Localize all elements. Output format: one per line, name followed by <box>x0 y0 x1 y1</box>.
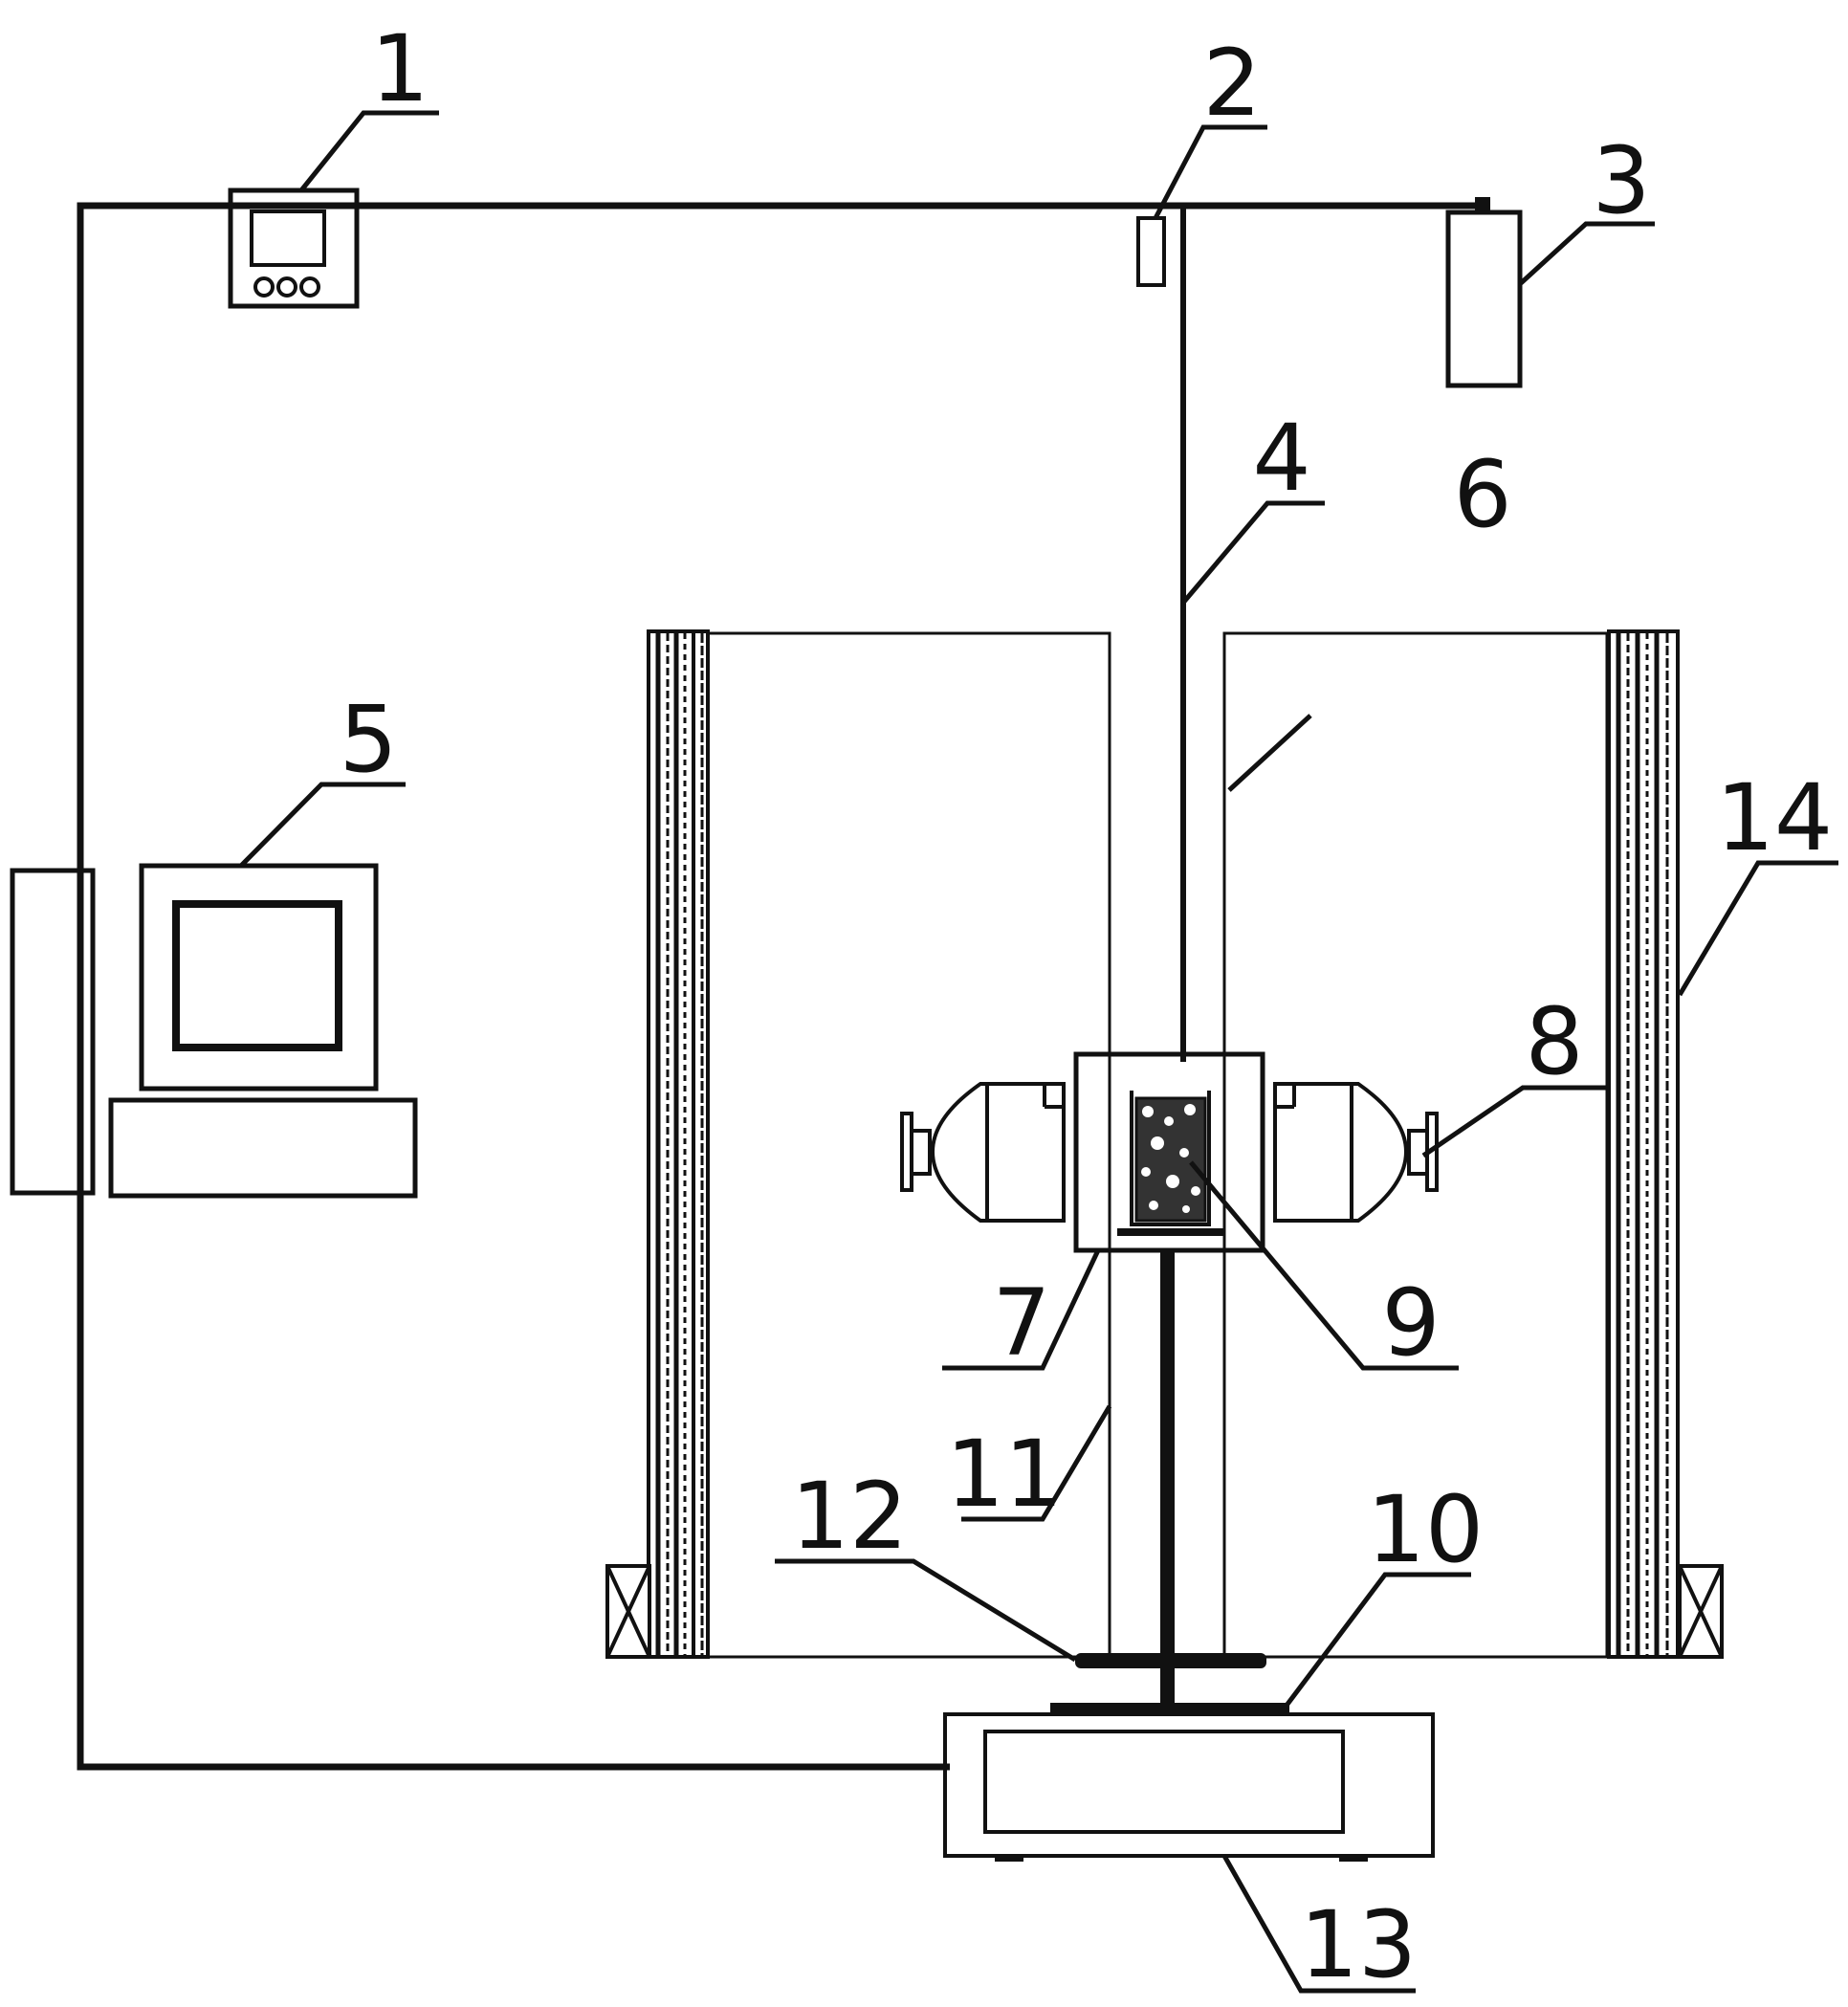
electronic-balance <box>943 1712 1435 1862</box>
sensor-element <box>1136 216 1166 287</box>
label-1: 1 <box>370 15 429 122</box>
label-2: 2 <box>1202 30 1261 137</box>
signal-wiring <box>77 202 1487 1771</box>
computer-monitor <box>139 863 379 1092</box>
label-3: 3 <box>1592 127 1650 234</box>
label-13: 13 <box>1300 1891 1417 1998</box>
label-4: 4 <box>1252 405 1310 512</box>
support-block-right <box>1678 1564 1724 1659</box>
gas-cylinder <box>1445 197 1523 388</box>
insulation-wall-left <box>647 629 710 1659</box>
label-5: 5 <box>339 686 397 793</box>
guide-rails <box>1108 1239 1226 1657</box>
label-6: 6 <box>1453 441 1511 548</box>
support-block-left <box>605 1564 651 1659</box>
data-hub <box>10 868 96 1196</box>
coal-sample <box>1134 1096 1207 1223</box>
label-9: 9 <box>1381 1269 1440 1377</box>
callout-labels: 1 2 3 4 5 6 14 8 7 9 11 12 10 13 <box>339 15 1833 1998</box>
balance-pan <box>1050 1703 1289 1714</box>
label-14: 14 <box>1716 764 1833 871</box>
computer-keyboard <box>108 1097 418 1199</box>
heater-left <box>900 1082 1066 1223</box>
label-8: 8 <box>1525 988 1583 1095</box>
heater-right <box>1273 1082 1439 1223</box>
insulation-wall-right <box>1607 629 1680 1659</box>
controller-unit <box>228 187 360 309</box>
support-plate <box>1075 1653 1266 1668</box>
label-12: 12 <box>791 1463 908 1570</box>
leader-lines <box>239 110 1838 1994</box>
weighing-rod <box>1160 1250 1175 1716</box>
label-10: 10 <box>1367 1476 1484 1583</box>
label-11: 11 <box>946 1421 1063 1528</box>
label-7: 7 <box>992 1269 1050 1377</box>
